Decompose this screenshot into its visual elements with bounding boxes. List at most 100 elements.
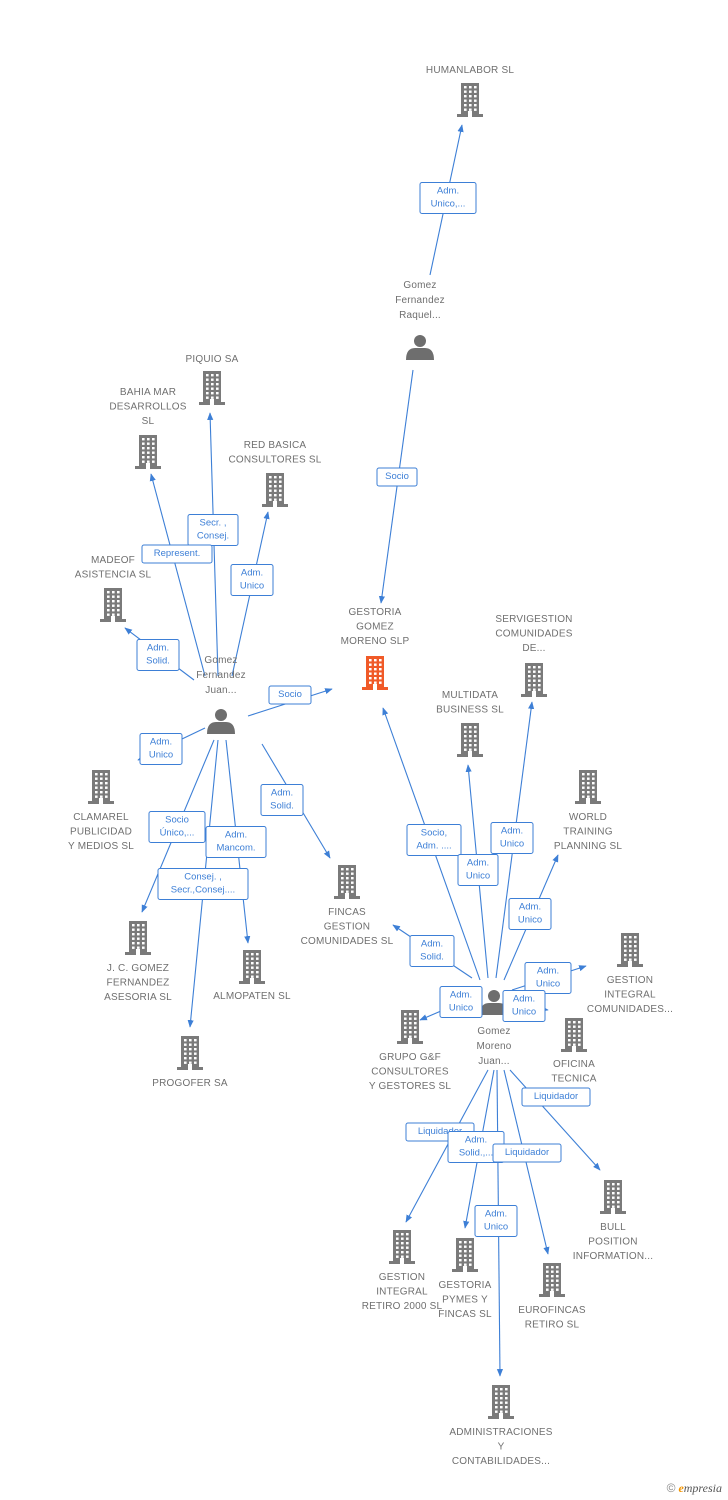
edge-juan-bahiamar (149, 473, 206, 677)
edge-label-box (268, 685, 312, 705)
node-label: SL (142, 416, 155, 427)
node-label: INTEGRAL (376, 1287, 428, 1298)
node-fincas[interactable]: FINCAS GESTION COMUNIDADES SL (301, 865, 394, 947)
edge-label-text: Adm. (501, 826, 523, 837)
edge-label-text: Solid. (146, 656, 170, 667)
edge-label-box (502, 990, 546, 1022)
node-label: Gomez (477, 1026, 510, 1037)
edge-label-text: Liquidador (505, 1147, 549, 1158)
building-icon (617, 933, 643, 967)
edge-label-box (492, 1143, 562, 1163)
node-gfraquel[interactable]: GomezFernandezRaquel... (395, 280, 445, 360)
edge-label[interactable]: Represent. (141, 544, 213, 564)
person-icon (207, 709, 235, 734)
edge-label-text: Adm. (225, 830, 247, 841)
node-label: Moreno (476, 1041, 511, 1052)
edge-label-text: Liquidador (534, 1091, 578, 1102)
node-label: CONSULTORES (371, 1067, 449, 1078)
node-label: RETIRO SL (525, 1320, 580, 1331)
node-gfjuan[interactable]: GomezFernandezJuan... (196, 655, 246, 734)
node-bullposition[interactable]: BULLPOSITIONINFORMATION... (573, 1180, 653, 1262)
node-piquio[interactable]: PIQUIO SA (186, 354, 239, 405)
edge-label-text: Socio (165, 815, 189, 826)
edge-label[interactable]: Adm.Unico (439, 986, 483, 1018)
edge-label[interactable]: Socio (268, 685, 312, 705)
node-gestionintegralcom[interactable]: GESTIONINTEGRALCOMUNIDADES... (587, 933, 673, 1015)
edge-label-text: Secr.,Consej.... (171, 885, 235, 896)
brand-footer: ©empresia (667, 1481, 722, 1496)
edge-label[interactable]: Adm.Solid.,... (447, 1131, 505, 1163)
node-label: ASISTENCIA SL (75, 570, 152, 581)
edge-label[interactable]: Socio (376, 467, 418, 487)
edge-label[interactable]: Adm. Solid. (260, 784, 304, 816)
edge-label[interactable]: Consej. ,Secr.,Consej.... (157, 868, 249, 900)
node-label: DESARROLLOS (109, 402, 186, 413)
node-label: OFICINA (553, 1059, 595, 1070)
node-label: COMUNIDADES... (587, 1004, 673, 1015)
node-bahiamar[interactable]: BAHIA MAR DESARROLLOS SL (109, 387, 187, 469)
node-oficina[interactable]: OFICINATECNICAE... (551, 1018, 597, 1099)
edge-label[interactable]: Adm.Mancom. (205, 826, 267, 858)
node-label: GESTION (324, 922, 370, 933)
building-icon (561, 1018, 587, 1052)
building-icon (397, 1010, 423, 1044)
edge-label-text: Adm. (271, 788, 293, 799)
node-label: GESTION (607, 975, 653, 986)
node-label: RED BASICA (244, 440, 307, 451)
edge-label[interactable]: Adm.Unico (474, 1205, 518, 1237)
node-servigestion[interactable]: SERVIGESTIONCOMUNIDADESDE... (495, 614, 573, 697)
edge-label[interactable]: Adm.Solid. (136, 639, 180, 671)
building-icon (334, 865, 360, 899)
node-label: BAHIA MAR (120, 387, 176, 398)
node-eurofincas[interactable]: EUROFINCAS RETIRO SL (518, 1263, 586, 1331)
node-administraciones[interactable]: ADMINISTRACIONESYCONTABILIDADES... (449, 1385, 553, 1467)
node-label: GRUPO G&F (379, 1052, 441, 1063)
building-icon (575, 770, 601, 804)
edge-label[interactable]: Adm.Solid. (409, 935, 455, 967)
edge-label[interactable]: Secr. ,Consej. (187, 514, 239, 546)
node-label: TRAINING (563, 827, 612, 838)
edge-label[interactable]: Socio,Adm. .... (406, 824, 462, 856)
edge-label[interactable]: SocioÚnico,... (148, 811, 206, 843)
edge-label[interactable]: Adm.Unico (508, 898, 552, 930)
edge-label-text: Solid. (270, 801, 294, 812)
edge-label-text: Unico (149, 750, 173, 761)
node-gmjuan[interactable]: GomezMorenoJuan... (476, 990, 512, 1067)
edge-label-text: Unico (536, 979, 560, 990)
edge-label[interactable]: Liquidador (492, 1143, 562, 1163)
edge-label[interactable]: Adm.Unico,... (419, 182, 477, 214)
node-progofer[interactable]: PROGOFER SA (152, 1036, 228, 1089)
edge-label-box (439, 986, 483, 1018)
edge-label[interactable]: Adm.Unico (524, 962, 572, 994)
edge-label[interactable]: Adm. Unico (139, 733, 183, 765)
node-humanlabor[interactable]: HUMANLABOR SL (426, 65, 514, 117)
node-label: COMUNIDADES SL (301, 936, 394, 947)
node-label: RETIRO 2000 SL (362, 1301, 443, 1312)
edge-label[interactable]: Adm.Unico (457, 854, 499, 886)
edge-label-text: Adm. (150, 737, 172, 748)
building-icon (177, 1036, 203, 1070)
edge-label[interactable]: Liquidador (521, 1087, 591, 1107)
node-almopaten[interactable]: ALMOPATEN SL (213, 950, 291, 1002)
node-label: FINCAS (328, 907, 366, 918)
node-label: PUBLICIDAD (70, 827, 132, 838)
node-label: BULL (600, 1222, 626, 1233)
edge-label[interactable]: Adm.Unico (490, 822, 534, 854)
node-label: EUROFINCAS (518, 1305, 586, 1316)
edge-label[interactable]: Adm.Unico (502, 990, 546, 1022)
building-icon (199, 371, 225, 405)
node-label: Fernandez (196, 670, 246, 681)
edge-label[interactable]: Adm.Unico (230, 564, 274, 596)
building-icon (389, 1230, 415, 1264)
